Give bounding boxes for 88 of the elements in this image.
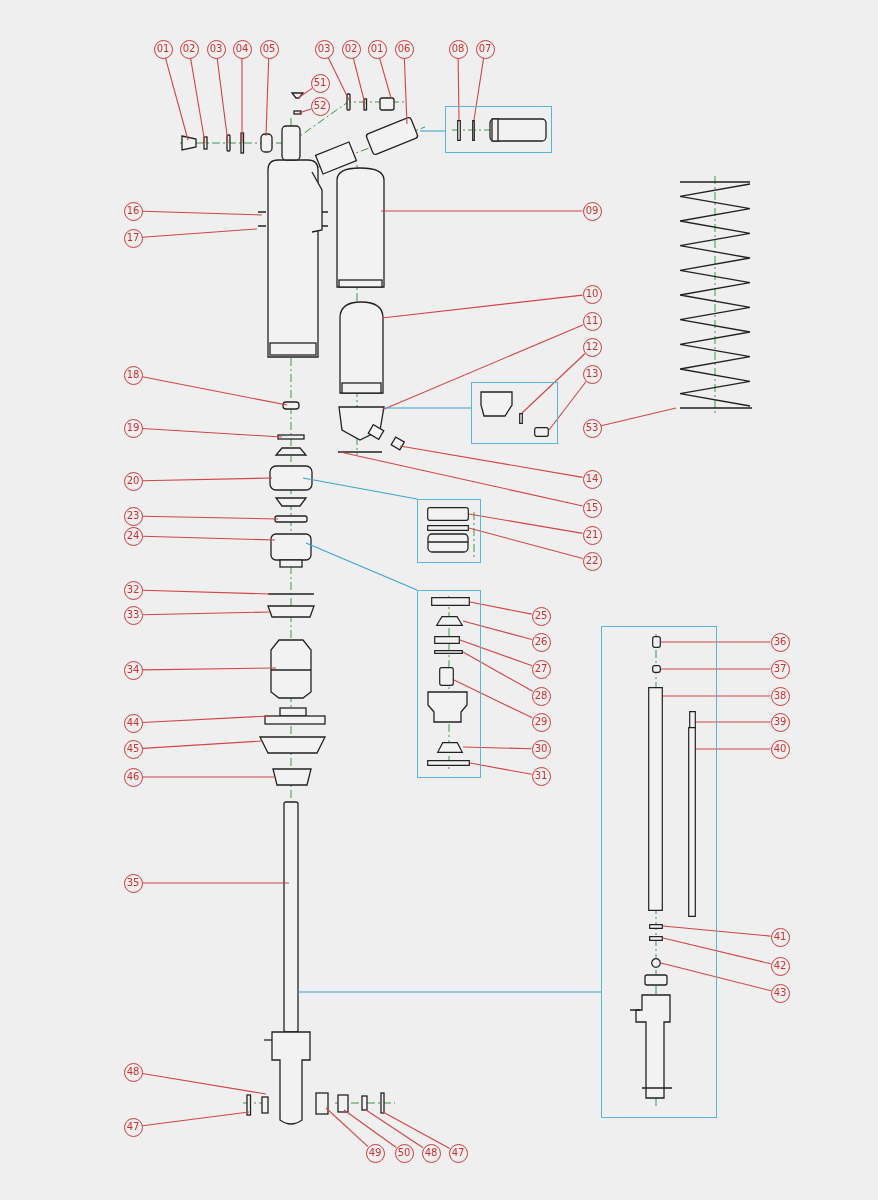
part-drawing [650, 957, 661, 968]
leader-line [327, 57, 350, 101]
leader-line [298, 108, 312, 114]
leader-line [403, 57, 408, 125]
leader-line [462, 620, 533, 641]
leader-line [380, 210, 584, 212]
part-drawing [651, 664, 661, 673]
part-drawing [647, 686, 663, 911]
leader-line [141, 715, 270, 724]
leader-line [399, 445, 584, 478]
detail-connector-line [419, 130, 446, 132]
leader-line [141, 611, 271, 616]
leader-line [462, 651, 534, 692]
leader-line [459, 639, 533, 667]
detail-frame [601, 626, 717, 1118]
detail-connector-line [305, 542, 418, 591]
leader-line [164, 57, 189, 141]
leader-line [141, 228, 258, 238]
detail-connector-line [302, 477, 418, 500]
leader-line [468, 527, 584, 560]
part-drawing [456, 119, 461, 141]
leader-line [325, 1107, 369, 1148]
leader-line [141, 535, 276, 541]
part-drawing [435, 615, 463, 626]
part-drawing [430, 596, 470, 606]
leader-line [343, 1109, 397, 1148]
leader-line [457, 57, 460, 121]
leader-line [662, 695, 772, 697]
leader-line [141, 740, 263, 749]
leader-line [141, 376, 288, 406]
leader-line [352, 57, 366, 105]
leader-line [521, 352, 586, 414]
leader-line [216, 57, 229, 144]
part-drawing [651, 635, 661, 648]
part-drawing [438, 666, 454, 686]
part-drawing [433, 649, 463, 654]
part-drawing [687, 726, 696, 917]
leader-line [469, 601, 533, 615]
leader-line [468, 513, 584, 534]
leader-line [382, 1111, 451, 1149]
part-drawing [426, 506, 469, 521]
leader-line [141, 882, 290, 884]
leader-line [141, 477, 273, 482]
part-drawing [471, 119, 475, 141]
leader-line [141, 1111, 250, 1127]
leader-line [141, 515, 279, 520]
leader-line [141, 428, 283, 438]
leader-line [660, 962, 772, 992]
leader-line [379, 57, 392, 99]
part-drawing [426, 524, 469, 531]
leader-line [453, 679, 533, 719]
part-drawing [688, 710, 696, 729]
leader-line [141, 210, 263, 216]
leader-line [662, 925, 772, 937]
part-drawing [533, 426, 549, 437]
part-drawing [426, 759, 470, 766]
detail-frame [417, 499, 481, 563]
part-drawing [648, 923, 663, 929]
leader-line [365, 1109, 424, 1149]
leader-line [265, 57, 270, 137]
leader-line [473, 57, 485, 121]
leader-line [600, 407, 677, 427]
detail-frame [445, 106, 552, 153]
leader-line [141, 1073, 267, 1095]
leader-line [695, 748, 772, 750]
leader-line [297, 87, 313, 99]
leader-line [469, 762, 533, 775]
part-drawing [436, 741, 463, 753]
leader-line [381, 324, 584, 411]
leader-line [662, 937, 772, 965]
leader-line [339, 451, 584, 507]
detail-frame [471, 382, 558, 444]
leader-line [660, 641, 772, 643]
detail-connector-line [297, 991, 602, 993]
detail-frame [417, 590, 481, 778]
leader-line [141, 667, 277, 671]
part-drawing [433, 635, 460, 644]
leader-line [141, 589, 271, 595]
leader-line [190, 57, 206, 144]
leader-line [462, 746, 533, 750]
leader-line [381, 294, 584, 319]
leader-line [141, 776, 277, 778]
leader-line [660, 668, 772, 670]
part-drawing [518, 412, 523, 424]
part-drawing [648, 935, 663, 941]
leader-line [695, 721, 772, 723]
detail-connector-line [383, 407, 472, 409]
leader-line [241, 57, 243, 144]
